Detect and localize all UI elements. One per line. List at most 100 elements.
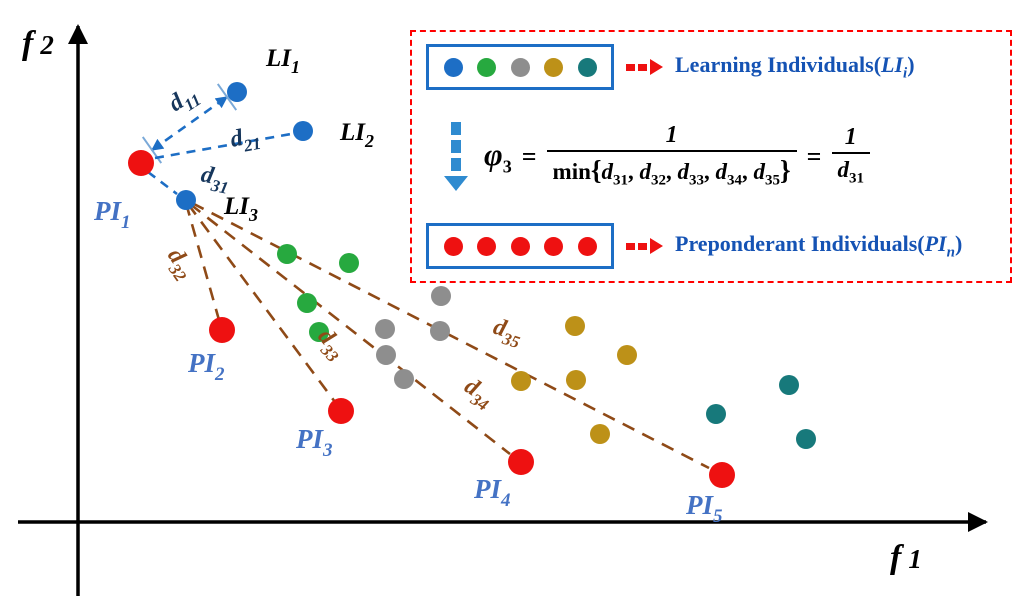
- PI4-label: PI4: [473, 474, 511, 511]
- learning-individuals-label: Learning Individuals(LIi): [675, 52, 915, 82]
- label-suffix: ): [954, 230, 963, 256]
- arrow-head: [444, 176, 468, 191]
- distance-lines-group: [141, 83, 710, 470]
- d31-label: d31: [198, 161, 233, 197]
- gray-individual: [430, 321, 450, 341]
- learning-individual-blue: [176, 190, 196, 210]
- d21-line: [154, 132, 292, 160]
- preponderant-individuals-row: Preponderant Individuals(PIn): [426, 223, 996, 269]
- preponderant-individual-red: [508, 449, 534, 475]
- label-em: LIi: [881, 51, 908, 82]
- formula-row: φ3 = 1 min{d31, d32, d33, d34, d35} = 1 …: [426, 90, 996, 223]
- distance-term: d: [639, 159, 652, 185]
- term-separator: ,: [704, 159, 716, 185]
- individual-dots-group: [128, 82, 816, 488]
- d35-label: d35: [489, 314, 526, 352]
- distance-term-sub: 35: [765, 172, 781, 189]
- green-individual: [277, 244, 297, 264]
- arrow-dash: [626, 242, 635, 250]
- fraction-numerator: 1: [844, 124, 857, 151]
- arrow-segment: [451, 140, 461, 153]
- red-legend-dot: [510, 236, 530, 256]
- learning-swatch-box: [426, 44, 614, 90]
- distance-term-sub: 34: [727, 172, 743, 189]
- term-separator: ,: [666, 159, 678, 185]
- green-individual: [297, 293, 317, 313]
- green-legend-dot: [477, 57, 496, 77]
- gold-individual: [617, 345, 637, 365]
- main-fraction: 1 min{d31, d32, d33, d34, d35}: [546, 122, 797, 190]
- term-separator: ,: [742, 159, 754, 185]
- distance-term: d: [677, 159, 690, 185]
- d31-line: [147, 170, 178, 196]
- distance-term: d: [601, 159, 614, 185]
- fraction-numerator: 1: [665, 122, 678, 149]
- learning-individual-blue: [293, 121, 313, 141]
- arrow-segment: [451, 122, 461, 135]
- red-dashed-arrow-icon: [626, 238, 663, 254]
- equals-sign: =: [806, 141, 822, 171]
- LI2-label: LI2: [339, 119, 374, 151]
- teal-individual: [796, 429, 816, 449]
- result-fraction: 1 d31: [831, 124, 870, 188]
- gold-individual: [566, 370, 586, 390]
- arrow-head: [650, 59, 663, 75]
- red-legend-dot: [443, 236, 463, 256]
- distance-term: d: [715, 159, 728, 185]
- PI1-label: PI1: [93, 196, 131, 233]
- red-legend-dot: [477, 236, 496, 256]
- preponderant-swatch-box: [426, 223, 614, 269]
- LI3-label: LI3: [223, 193, 258, 225]
- arrow-segment: [451, 158, 461, 171]
- d11-label: d11: [164, 80, 204, 121]
- label-em: PIn: [924, 230, 955, 261]
- phi-symbol: φ3: [484, 135, 512, 177]
- gray-individual: [431, 286, 451, 306]
- distance-term-sub: 33: [689, 172, 705, 189]
- label-prefix: Learning Individuals(: [675, 51, 882, 77]
- teal-individual: [706, 404, 726, 424]
- distance-term-sub: 31: [613, 172, 629, 189]
- red-dashed-arrow-icon: [626, 59, 663, 75]
- d34-line: [189, 202, 511, 456]
- fraction-denominator: d31: [831, 152, 870, 188]
- legend-panel: Learning Individuals(LIi) φ3 = 1 min{d31…: [410, 30, 1012, 283]
- green-individual: [339, 253, 359, 273]
- measure-tick-line: [216, 83, 238, 111]
- equals-sign: =: [521, 141, 537, 171]
- d32-label: d32: [158, 244, 200, 286]
- gold-individual: [590, 424, 610, 444]
- gold-individual: [565, 316, 585, 336]
- distance-term-sub: 32: [651, 172, 667, 189]
- preponderant-individuals-label: Preponderant Individuals(PIn): [675, 231, 962, 261]
- fraction-denominator: min{d31, d32, d33, d34, d35}: [546, 150, 797, 190]
- gray-individual: [394, 369, 414, 389]
- arrow-dash: [638, 242, 647, 250]
- arrow-head: [650, 238, 663, 254]
- label-prefix: Preponderant Individuals(: [675, 230, 925, 256]
- blue-down-arrow-icon: [444, 122, 468, 191]
- preponderant-individual-red: [128, 150, 154, 176]
- learning-individuals-row: Learning Individuals(LIi): [426, 44, 996, 90]
- d34-label: d34: [457, 373, 498, 415]
- PI2-label: PI2: [187, 348, 225, 385]
- arrow-dash: [638, 63, 647, 71]
- gray-individual: [375, 319, 395, 339]
- PI5-label: PI5: [685, 490, 723, 527]
- d33-line: [186, 203, 337, 403]
- phi-formula: φ3 = 1 min{d31, d32, d33, d34, d35} = 1 …: [484, 123, 870, 190]
- gray-individual: [376, 345, 396, 365]
- LI1-label: LI1: [265, 45, 300, 77]
- d32-line: [184, 202, 221, 321]
- distance-term: d: [753, 159, 766, 185]
- blue-legend-dot: [443, 57, 463, 77]
- PI3-label: PI3: [295, 424, 333, 461]
- d21-label: d21: [228, 122, 262, 158]
- learning-individual-blue: [227, 82, 247, 102]
- preponderant-individual-red: [209, 317, 235, 343]
- red-legend-dot: [544, 236, 563, 256]
